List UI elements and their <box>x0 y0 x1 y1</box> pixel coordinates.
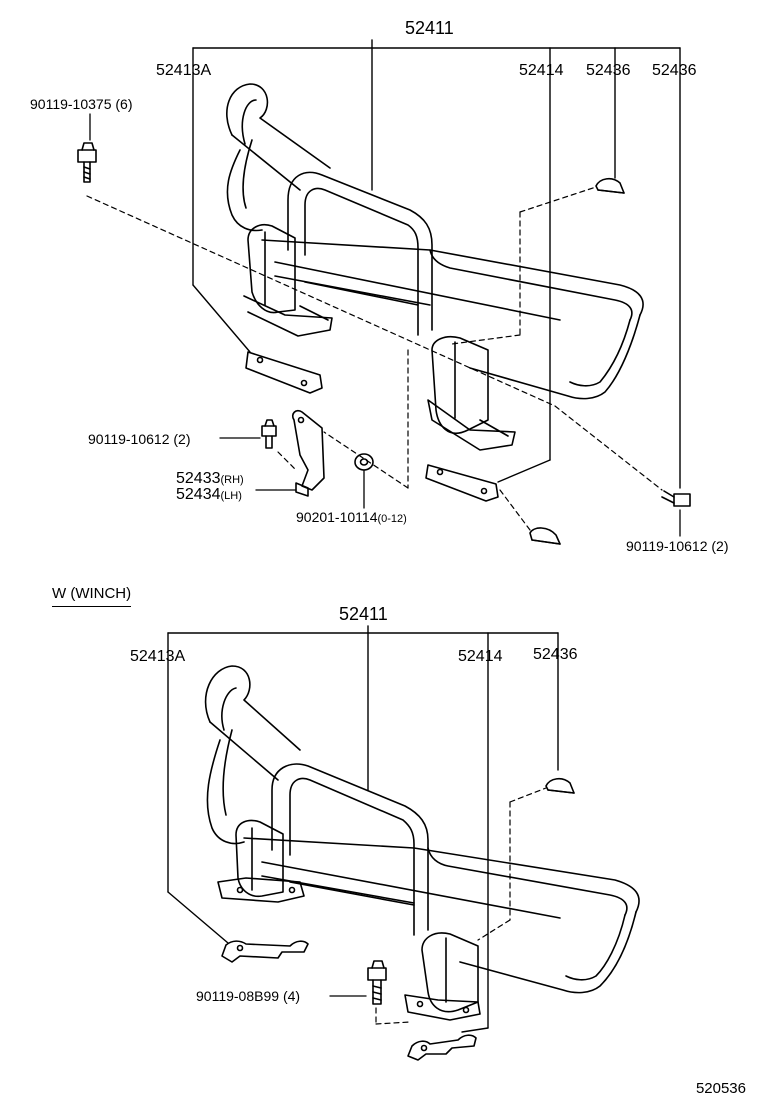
bottom-assembly-number: 52411 <box>339 604 388 624</box>
bolt-part-number: 90119-10612 <box>88 431 170 447</box>
top-grille-guard <box>227 84 643 450</box>
top-label-bracket-lh: 52434(LH) <box>176 486 242 505</box>
top-solid-leaders <box>89 113 681 537</box>
top-bolt-left-icon <box>77 142 97 183</box>
top-bracket-rh-lh <box>291 409 325 497</box>
bottom-grille-guard <box>206 666 639 1020</box>
bolt-qty: (6) <box>115 96 133 112</box>
top-label-bolt-top-left: 90119-10375 (6) <box>30 96 133 112</box>
top-cap-upper <box>595 177 625 194</box>
bottom-label-52414: 52414 <box>458 648 503 665</box>
bottom-cap <box>545 777 575 794</box>
top-label-52414: 52414 <box>519 62 564 79</box>
bolt-qty: (2) <box>711 538 729 554</box>
top-label-52436-a: 52436 <box>586 62 631 79</box>
bolt-qty: (2) <box>173 431 191 447</box>
bracket-part-number: 52433 <box>176 470 221 487</box>
top-assembly-number: 52411 <box>405 18 454 38</box>
bolt-part-number: 90119-08B99 <box>196 988 280 1004</box>
top-dashed-leaders <box>86 186 663 531</box>
nut-part-number: 90201-10114 <box>296 509 378 525</box>
nut-qty: (0-12) <box>377 513 407 525</box>
top-label-bolt-bottom-right: 90119-10612 (2) <box>626 538 729 554</box>
top-nut-icon <box>354 453 374 471</box>
figure-number: 520536 <box>695 1080 746 1097</box>
bolt-part-number: 90119-10612 <box>626 538 708 554</box>
bottom-dashed-leaders <box>375 787 547 1025</box>
section-title-winch: W (WINCH) <box>52 585 132 607</box>
top-label-bracket-rh: 52433(RH) <box>176 470 244 489</box>
top-cap-lower <box>529 527 561 545</box>
top-label-52436-b: 52436 <box>652 62 697 79</box>
bottom-label-52436: 52436 <box>533 646 578 663</box>
top-bolt-mid-icon <box>261 419 277 449</box>
bolt-qty: (4) <box>282 988 301 1004</box>
bracket-side: (RH) <box>220 474 244 486</box>
bottom-bolt-icon <box>367 960 387 1005</box>
top-plate-right <box>425 464 499 502</box>
top-bolt-right-icon <box>661 490 691 507</box>
top-leader-52411 <box>192 39 681 489</box>
top-label-52413a: 52413A <box>156 62 212 79</box>
bottom-label-bolt: 90119-08B99 (4) <box>196 988 300 1004</box>
bottom-label-52413a: 52413A <box>130 648 186 665</box>
top-label-nut: 90201-10114(0-12) <box>296 509 407 527</box>
bracket-part-number: 52434 <box>176 486 221 503</box>
bottom-plate-left <box>221 940 309 963</box>
bottom-leader-52411 <box>167 625 559 1033</box>
top-plate-left <box>245 351 323 394</box>
bottom-plate-right <box>407 1034 477 1061</box>
top-label-bolt-mid-left: 90119-10612 (2) <box>88 431 191 447</box>
bolt-part-number: 90119-10375 <box>30 96 112 112</box>
bracket-side: (LH) <box>220 490 242 502</box>
